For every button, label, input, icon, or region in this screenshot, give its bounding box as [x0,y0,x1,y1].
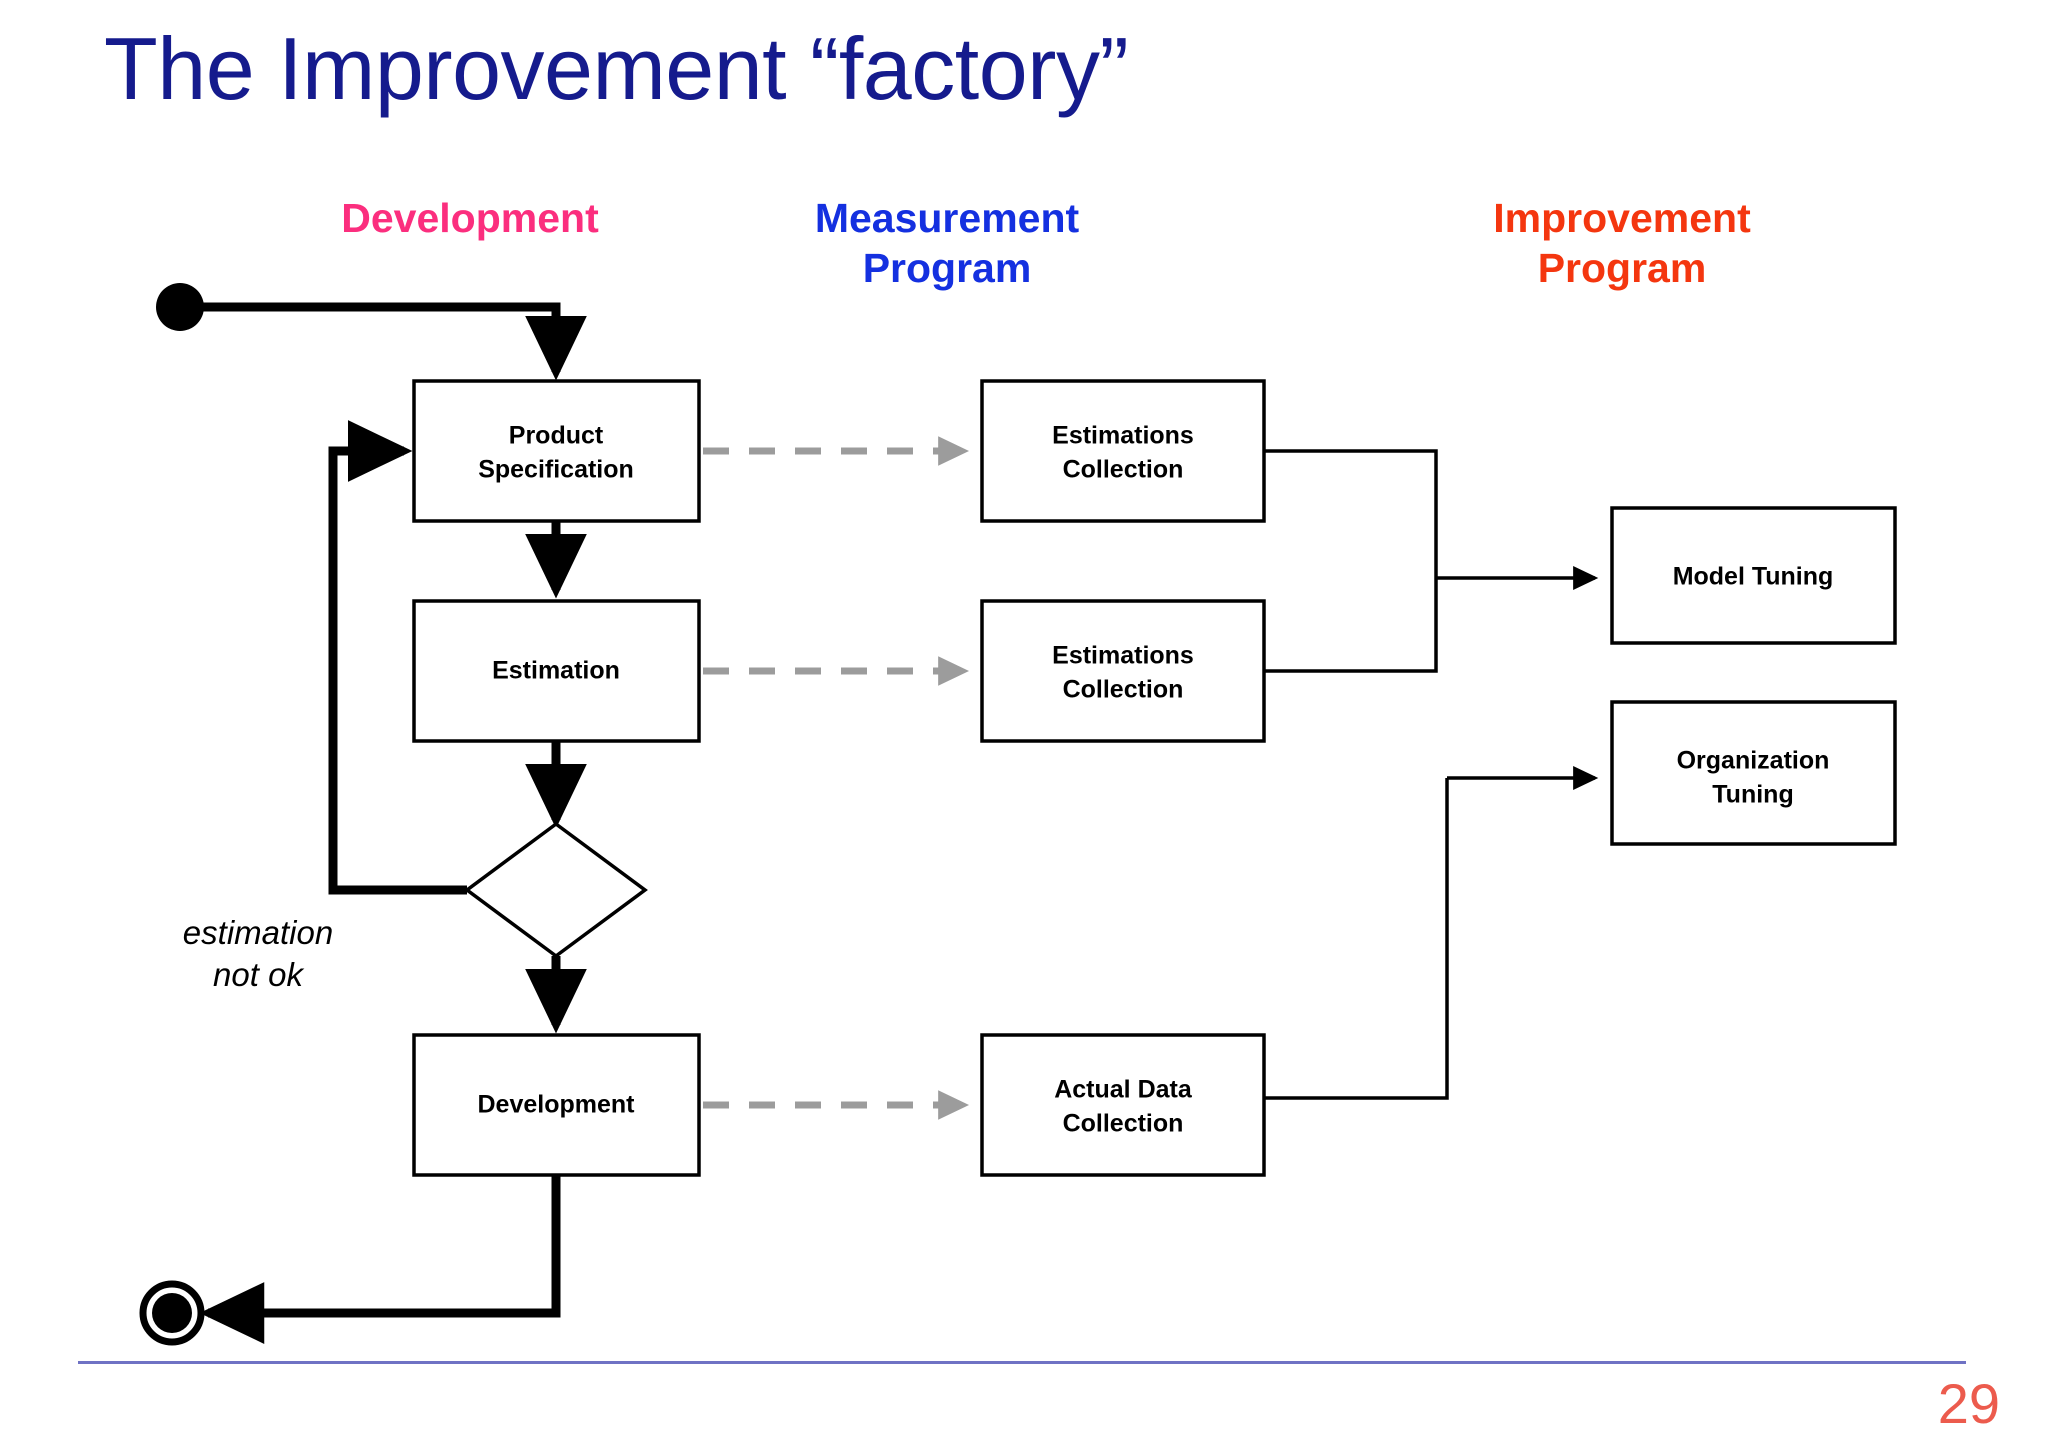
svg-text:Development: Development [478,1091,636,1119]
column-header-measurement: Measurement Program [814,195,1080,292]
page-title: The Improvement “factory” [104,19,1129,118]
svg-text:Model Tuning: Model Tuning [1673,563,1834,591]
svg-text:Estimation: Estimation [492,657,620,685]
svg-text:Specification: Specification [478,456,634,484]
node-actual-data-collection[interactable]: Actual Data Collection [980,1033,1266,1177]
svg-text:Estimations: Estimations [1052,422,1194,450]
node-end [139,1280,205,1346]
svg-text:Actual Data: Actual Data [1054,1076,1193,1104]
svg-text:Collection: Collection [1063,1110,1184,1138]
svg-text:Product: Product [509,422,604,450]
edge-decision-loop-to-product-specification [328,420,467,895]
edge-start-to-product-specification [180,302,587,381]
node-estimation[interactable]: Estimation [412,599,701,743]
svg-text:Collection: Collection [1063,456,1184,484]
guard-label-estimation-not-ok: estimation not ok [183,914,333,993]
node-organization-tuning[interactable]: Organization Tuning [1610,700,1897,846]
column-header-improvement: Improvement Program [1493,195,1751,292]
edge-estimations-to-model-tuning [1264,449,1599,673]
node-decision[interactable] [464,821,648,959]
svg-text:Collection: Collection [1063,676,1184,704]
svg-text:not ok: not ok [213,956,304,993]
node-product-specification[interactable]: Product Specification [412,379,701,523]
page-number: 29 [1937,1372,2000,1435]
svg-text:Estimations: Estimations [1052,642,1194,670]
svg-text:estimation: estimation [183,914,333,951]
column-header-development: Development [341,195,599,241]
svg-text:Organization: Organization [1677,747,1830,775]
node-model-tuning[interactable]: Model Tuning [1610,506,1897,645]
node-estimations-collection-2[interactable]: Estimations Collection [980,599,1266,743]
node-estimations-collection-1[interactable]: Estimations Collection [980,379,1266,523]
svg-text:Tuning: Tuning [1712,781,1793,809]
footer-divider [78,1361,1966,1364]
node-development-activity[interactable]: Development [412,1033,701,1177]
edge-development-to-end [199,1175,561,1344]
edge-actual-data-to-organization-tuning [1264,765,1599,1100]
